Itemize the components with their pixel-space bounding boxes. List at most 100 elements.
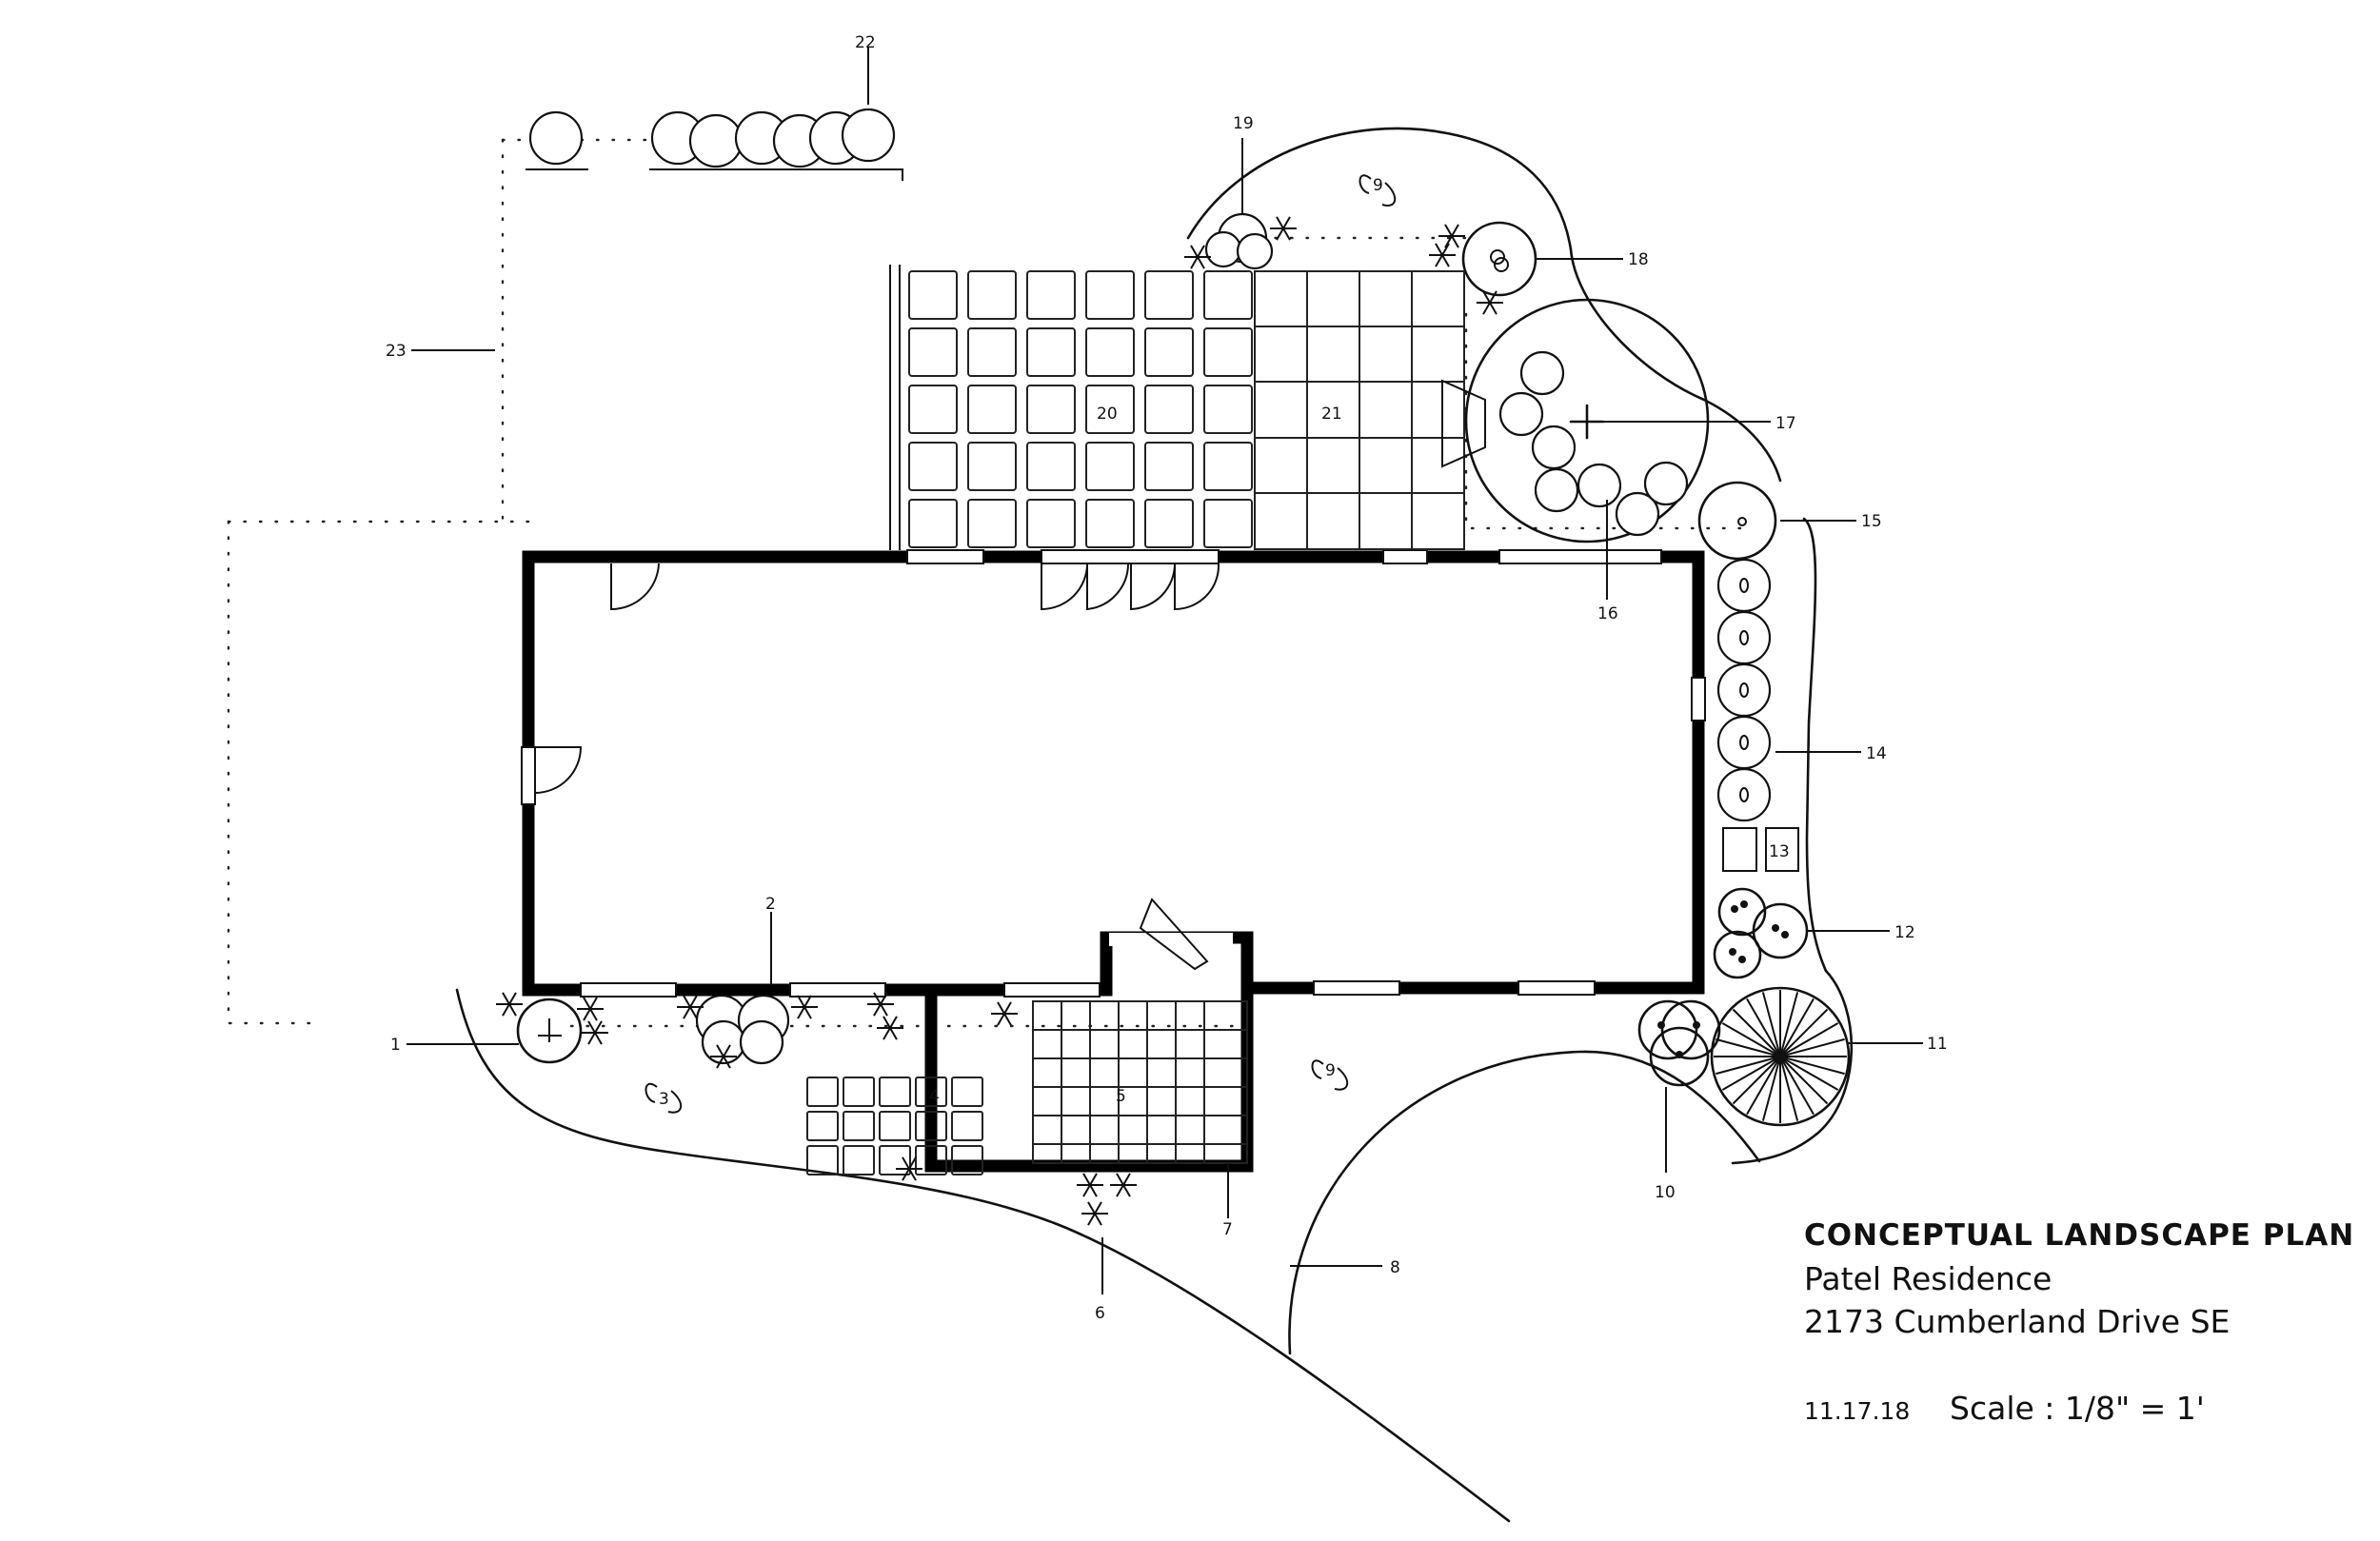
branch-line bbox=[1779, 1056, 1829, 1105]
paver bbox=[1144, 442, 1194, 491]
shrub bbox=[1534, 467, 1579, 513]
perennial bbox=[1438, 224, 1465, 248]
branch-line bbox=[1779, 1056, 1845, 1076]
paver bbox=[1203, 442, 1253, 491]
swale-symbols bbox=[645, 174, 1397, 1114]
plan-scale: Scale : 1/8" = 1' bbox=[1950, 1390, 2205, 1427]
door-swings bbox=[534, 563, 1220, 971]
branch-line bbox=[1732, 1008, 1781, 1057]
paver bbox=[908, 385, 958, 434]
shrub bbox=[1643, 461, 1689, 506]
paver bbox=[806, 1145, 839, 1176]
callout-23: 23 bbox=[386, 342, 407, 361]
paver bbox=[806, 1077, 839, 1107]
plan-date: 11.17.18 bbox=[1804, 1397, 1911, 1425]
shrub-center bbox=[1739, 578, 1749, 593]
paver bbox=[879, 1077, 911, 1107]
perennial bbox=[582, 1020, 608, 1045]
client-name: Patel Residence bbox=[1804, 1260, 2053, 1297]
branch-line bbox=[1779, 998, 1815, 1057]
tree-18 bbox=[1461, 221, 1537, 297]
paver bbox=[951, 1111, 983, 1141]
perennial bbox=[496, 992, 523, 1017]
hedge-planter-22 bbox=[526, 108, 903, 181]
callout-9: 9 bbox=[1373, 176, 1383, 195]
paver bbox=[1144, 327, 1194, 377]
callout-8: 8 bbox=[1390, 1258, 1400, 1277]
paver bbox=[1026, 442, 1076, 491]
callout-2: 2 bbox=[765, 895, 776, 914]
branch-line bbox=[1779, 992, 1799, 1057]
tree-15 bbox=[1697, 481, 1777, 561]
paver bbox=[879, 1145, 911, 1176]
perennial bbox=[877, 1016, 903, 1040]
branch-line bbox=[1716, 1037, 1781, 1057]
paver bbox=[908, 442, 958, 491]
perennial bbox=[1081, 1201, 1108, 1226]
paver bbox=[806, 1111, 839, 1141]
branch-line bbox=[1746, 998, 1781, 1057]
title-block: CONCEPTUAL LANDSCAPE PLAN Patel Residenc… bbox=[1804, 1218, 2353, 1340]
branch-line bbox=[1779, 1008, 1829, 1057]
callout-18: 18 bbox=[1628, 250, 1649, 269]
shrub bbox=[1577, 463, 1622, 508]
paver bbox=[1203, 270, 1253, 320]
branch-line bbox=[1732, 1056, 1781, 1105]
patio-5-grid bbox=[1032, 1000, 1248, 1164]
callout-10: 10 bbox=[1655, 1183, 1676, 1202]
paver bbox=[1085, 270, 1135, 320]
house-footprint bbox=[522, 550, 1705, 1173]
shrub-cluster-12 bbox=[1713, 887, 1809, 979]
paver bbox=[1203, 327, 1253, 377]
branch-line bbox=[1761, 992, 1781, 1057]
branch-line bbox=[1761, 1056, 1781, 1121]
paver bbox=[908, 499, 958, 548]
shrub-center bbox=[1739, 682, 1749, 698]
perennial-stars bbox=[496, 216, 1503, 1226]
callout-16: 16 bbox=[1597, 604, 1618, 623]
callout-21: 21 bbox=[1321, 405, 1342, 424]
planter-13 bbox=[1722, 827, 1799, 872]
paver bbox=[1085, 327, 1135, 377]
paver bbox=[1203, 385, 1253, 434]
branch-line bbox=[1721, 1056, 1781, 1091]
callout-1: 1 bbox=[390, 1036, 401, 1055]
shrub bbox=[1716, 558, 1772, 613]
shrub-center bbox=[1739, 787, 1749, 802]
paver bbox=[967, 327, 1017, 377]
shrub bbox=[1519, 350, 1565, 396]
callout-17: 17 bbox=[1775, 414, 1796, 433]
callout-19: 19 bbox=[1233, 114, 1254, 133]
tree-11 bbox=[1710, 986, 1851, 1127]
leader-lines bbox=[407, 48, 1923, 1294]
shrub bbox=[1615, 491, 1660, 537]
shrub-group-2 bbox=[695, 994, 790, 1065]
perennial bbox=[677, 995, 704, 1019]
shrub-row-14 bbox=[1716, 558, 1772, 822]
paver bbox=[843, 1077, 875, 1107]
hedge-shrub bbox=[841, 108, 896, 163]
bed-outlines bbox=[455, 127, 1854, 1523]
site-address: 2173 Cumberland Drive SE bbox=[1804, 1303, 2231, 1340]
dotted-boundary-lines bbox=[227, 138, 1749, 1028]
wall-openings bbox=[521, 549, 1706, 998]
callout-12: 12 bbox=[1894, 923, 1915, 942]
paver bbox=[879, 1111, 911, 1141]
perennial bbox=[991, 1001, 1018, 1026]
paver bbox=[843, 1145, 875, 1176]
perennial bbox=[1429, 243, 1456, 267]
paver bbox=[1085, 499, 1135, 548]
perennial bbox=[791, 995, 818, 1019]
paver bbox=[1144, 385, 1194, 434]
perennial bbox=[1477, 290, 1503, 315]
paver bbox=[1026, 270, 1076, 320]
paver bbox=[843, 1111, 875, 1141]
shrub bbox=[1498, 391, 1544, 437]
callout-4: 4 bbox=[929, 1087, 940, 1106]
branch-line bbox=[1746, 1056, 1781, 1116]
paver bbox=[951, 1145, 983, 1176]
branch-line bbox=[1716, 1056, 1781, 1076]
branch-line bbox=[1779, 1056, 1815, 1116]
callouts: 1 2 3 4 5 6 7 8 9 9 10 11 12 13 14 15 16… bbox=[386, 33, 1948, 1323]
